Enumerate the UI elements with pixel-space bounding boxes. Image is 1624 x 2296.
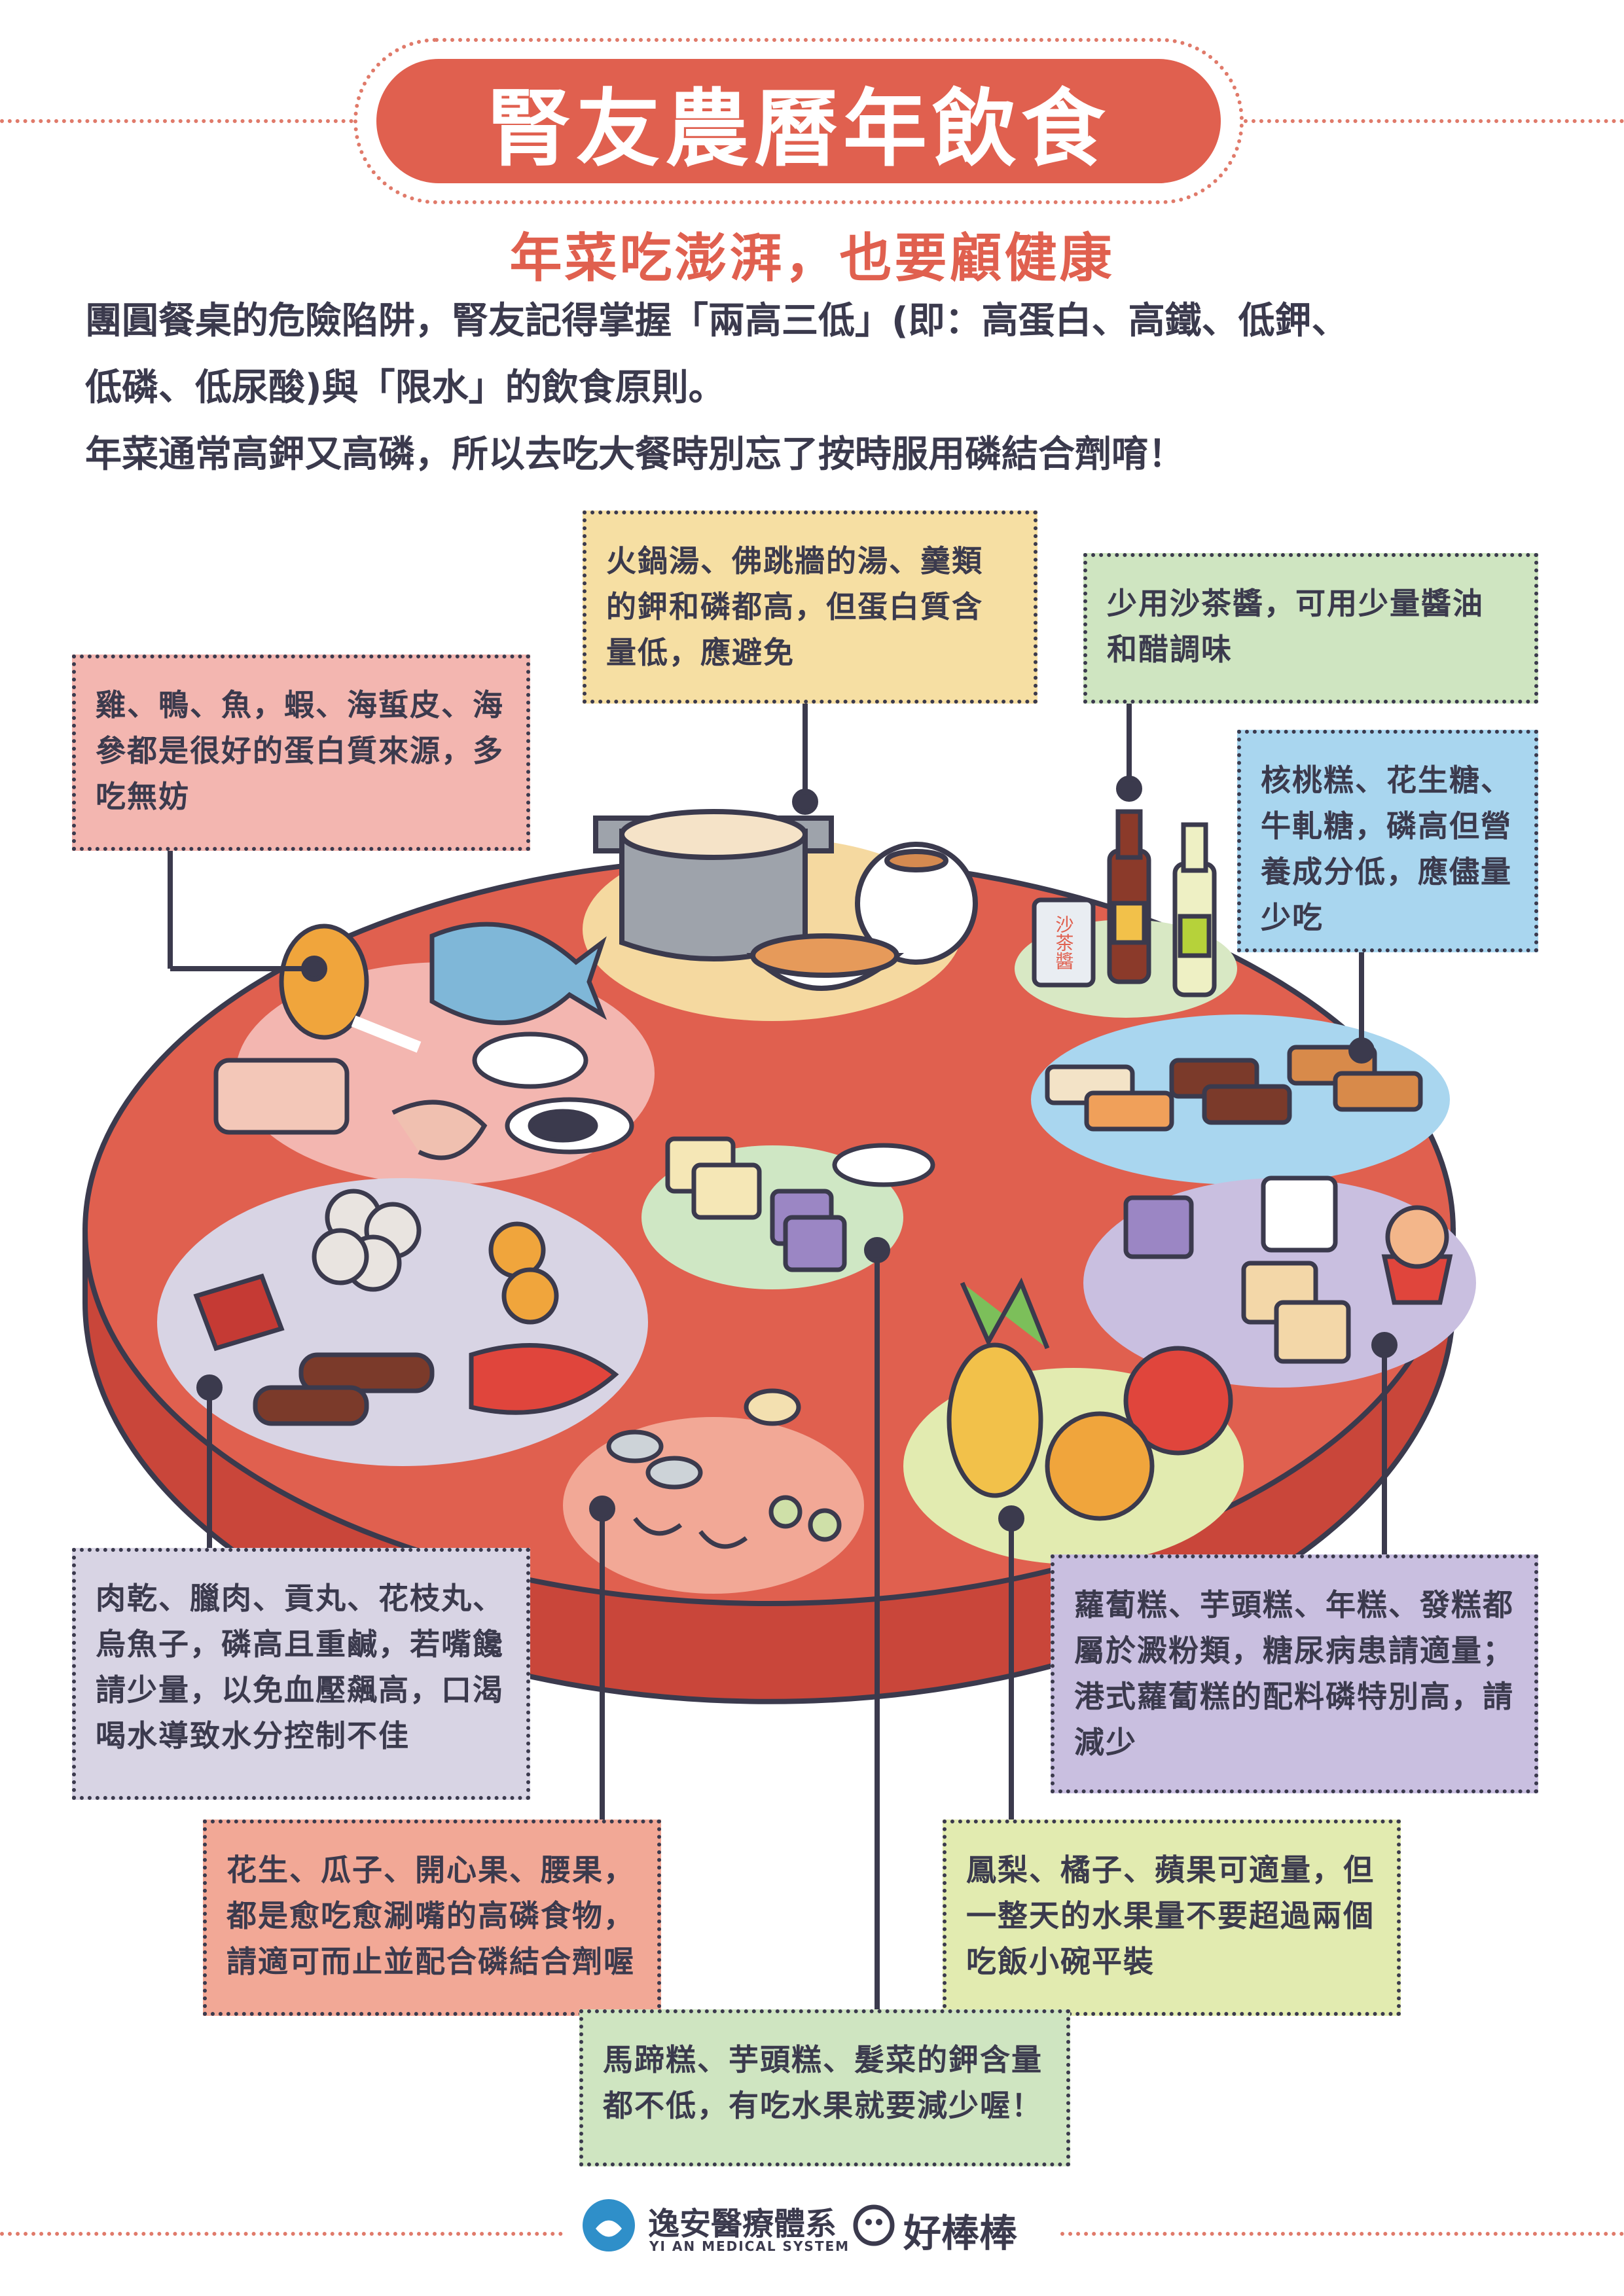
- intro-text: 團圓餐桌的危險陷阱，腎友記得掌握「兩高三低」(即：高蛋白、高鐵、低鉀、 低磷、低…: [85, 288, 1551, 488]
- brand-name: 逸安醫療體系: [648, 2206, 837, 2242]
- note-processed: 肉乾、臘肉、貢丸、花枝丸、烏魚子，磷高且重鹹，若嘴饞請少量，以免血壓飆高，口渴喝…: [72, 1548, 530, 1800]
- note-taro: 馬蹄糕、芋頭糕、髮菜的鉀含量都不低，有吃水果就要減少喔！: [579, 2009, 1070, 2166]
- intro-line: 年菜通常高鉀又高磷，所以去吃大餐時別忘了按時服用磷結合劑唷！: [85, 433, 1185, 476]
- title-outline: [353, 38, 1244, 204]
- footer: 逸安醫療體系 YI AN MEDICAL SYSTEM 好棒棒: [0, 2179, 1624, 2271]
- footer-dotted-line-left: [0, 2232, 563, 2236]
- chicken-fish-shrimp-icon: [213, 922, 634, 1160]
- note-cakes: 蘿蔔糕、芋頭糕、年糕、發糕都屬於澱粉類，糖尿病患請適量；港式蘿蔔糕的配料磷特別高…: [1051, 1554, 1538, 1793]
- connector-lines: [168, 704, 1398, 2009]
- yian-logo-icon: [583, 2199, 635, 2251]
- header-dotted-line-left: [0, 119, 353, 123]
- radish-cake-icon: [1123, 1175, 1453, 1364]
- peanut-seed-icon: [606, 1388, 842, 1549]
- page-title: 腎友農曆年飲食: [486, 80, 1110, 178]
- header-dotted-line-right: [1244, 119, 1624, 123]
- note-nuts: 花生、瓜子、開心果、腰果，都是愈吃愈涮嘴的高磷食物，請適可而止並配合磷結合劑喔: [203, 1820, 661, 2016]
- note-candy: 核桃糕、花生糖、牛軋糖，磷高但營養成分低，應儘量少吃: [1237, 730, 1538, 952]
- note-protein: 雞、鴨、魚，蝦、海蜇皮、海參都是很好的蛋白質來源，多吃無妨: [72, 655, 530, 851]
- footer-dotted-line-right: [1060, 2232, 1624, 2236]
- partner-name: 好棒棒: [903, 2211, 1018, 2255]
- title-banner: 腎友農曆年飲食: [376, 59, 1221, 183]
- sachajiang-can-label: 沙茶醬: [1053, 915, 1075, 970]
- meatball-sausage-icon: [193, 1189, 619, 1426]
- intro-line: 團圓餐桌的危險陷阱，腎友記得掌握「兩高三低」(即：高蛋白、高鐵、低鉀、: [85, 300, 1348, 342]
- intro-line: 低磷、低尿酸)與「限水」的飲食原則。: [85, 367, 725, 409]
- nut-candy-icon: [1045, 1045, 1423, 1132]
- sauce-bottles-icon: [1032, 809, 1217, 997]
- taro-cake-icon: [665, 1136, 935, 1272]
- note-soup: 火鍋湯、佛跳牆的湯、羹類的鉀和磷都高，但蛋白質含量低，應避免: [583, 511, 1038, 704]
- partner-logo-icon: [853, 2204, 895, 2246]
- page-subtitle: 年菜吃澎湃，也要顧健康: [509, 228, 1115, 289]
- hotpot-icon: [593, 809, 978, 991]
- note-sauce: 少用沙茶醬，可用少量醬油和醋調味: [1083, 553, 1538, 704]
- pineapple-orange-apple-icon: [947, 1277, 1233, 1521]
- brand-name-en: YI AN MEDICAL SYSTEM: [649, 2238, 850, 2254]
- note-fruit: 鳳梨、橘子、蘋果可適量，但一整天的水果量不要超過兩個吃飯小碗平裝: [943, 1820, 1401, 2016]
